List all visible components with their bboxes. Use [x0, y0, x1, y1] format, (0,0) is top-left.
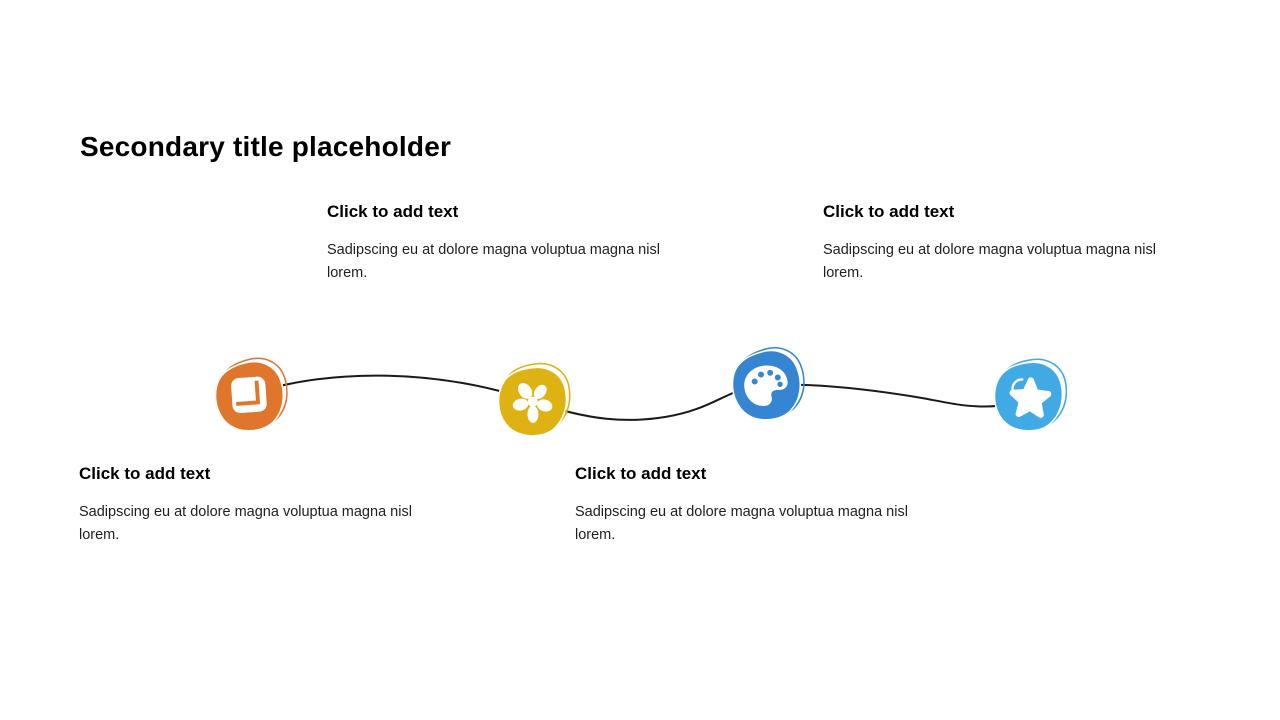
timeline-node-4[interactable] [988, 356, 1069, 437]
text-placeholder-1[interactable]: Click to add text Sadipscing eu at dolor… [79, 464, 451, 546]
splat-icon [497, 362, 571, 437]
placeholder-heading: Click to add text [575, 464, 707, 483]
timeline-node-3[interactable] [723, 342, 809, 428]
placeholder-heading: Click to add text [823, 202, 955, 221]
star-glyph-sparkle-arc [1011, 378, 1024, 394]
placeholder-body: Sadipscing eu at dolore magna voluptua m… [327, 242, 660, 281]
book-glyph-spine [236, 380, 261, 406]
book-icon [214, 357, 288, 432]
star-icon [993, 358, 1068, 432]
book-glyph-cover [231, 376, 267, 414]
text-placeholder-4[interactable]: Click to add text Sadipscing eu at dolor… [823, 202, 1195, 284]
splat-glyph [512, 383, 553, 423]
palette-glyph-paint-dots [751, 369, 783, 387]
placeholder-body: Sadipscing eu at dolore magna voluptua m… [823, 242, 1156, 281]
text-placeholder-3[interactable]: Click to add text Sadipscing eu at dolor… [575, 464, 947, 546]
text-placeholder-2[interactable]: Click to add text Sadipscing eu at dolor… [327, 202, 699, 284]
palette-icon [731, 347, 805, 421]
placeholder-heading: Click to add text [327, 202, 459, 221]
connector-path [251, 374, 1029, 421]
placeholder-heading: Click to add text [79, 464, 211, 483]
timeline-node-1[interactable] [207, 354, 290, 437]
star-glyph [1009, 377, 1052, 418]
placeholder-body: Sadipscing eu at dolore magna voluptua m… [575, 504, 908, 543]
slide-title[interactable]: Secondary title placeholder [80, 131, 452, 162]
placeholder-body: Sadipscing eu at dolore magna voluptua m… [79, 504, 412, 543]
timeline-node-2[interactable] [491, 360, 573, 442]
